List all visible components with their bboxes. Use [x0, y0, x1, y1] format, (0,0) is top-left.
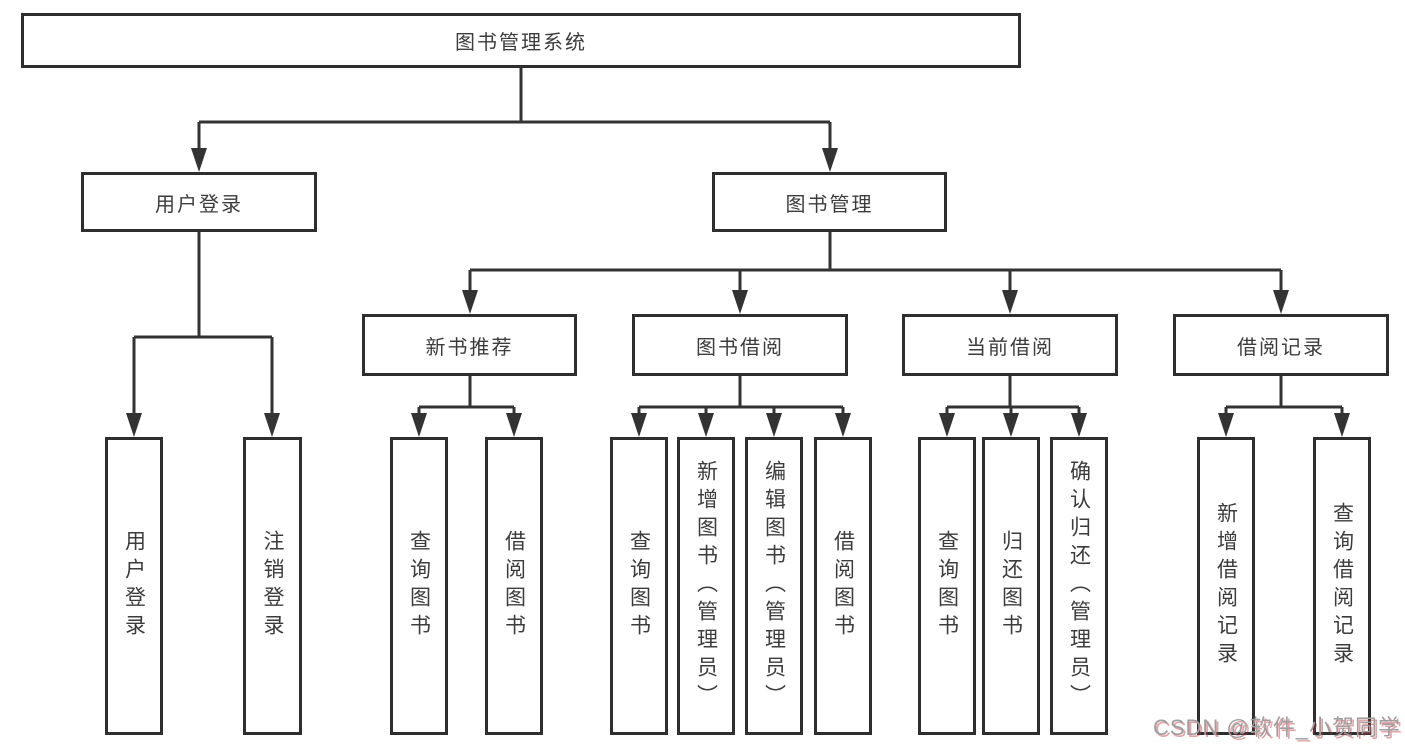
arrowhead: [1334, 413, 1350, 437]
leaf-edit-books-admin: 编辑图书（管理员）: [745, 437, 803, 735]
node-borrowing-records: 借阅记录: [1173, 314, 1389, 376]
connector-newbook-to-leaves: [417, 376, 516, 417]
node-label: 当前借阅: [966, 336, 1054, 359]
leaf-borrow-books: 借阅图书: [814, 437, 872, 735]
arrowhead: [698, 413, 714, 437]
leaf-label: 借阅图书: [502, 530, 526, 642]
leaf-user-login: 用户登录: [105, 437, 163, 735]
node-label: 图书借阅: [696, 336, 784, 359]
arrowhead: [1218, 413, 1234, 437]
leaf-return-books: 归还图书: [982, 437, 1040, 735]
arrowhead: [1273, 290, 1289, 314]
arrowhead: [462, 290, 478, 314]
connector-bookmgmt-to-level3: [468, 232, 1283, 294]
node-library-system: 图书管理系统: [21, 13, 1021, 68]
arrowhead: [631, 413, 647, 437]
leaf-label: 查询借阅记录: [1330, 502, 1354, 670]
node-user-login: 用户登录: [81, 172, 317, 232]
arrowhead: [191, 148, 207, 172]
leaf-label: 新增图书（管理员）: [694, 460, 718, 712]
leaf-label: 查询图书: [935, 530, 959, 642]
arrowhead: [1071, 413, 1087, 437]
leaf-add-books-admin: 新增图书（管理员）: [677, 437, 735, 735]
node-label: 新书推荐: [425, 336, 514, 359]
leaf-label: 查询图书: [627, 530, 651, 642]
leaf-label: 编辑图书（管理员）: [762, 460, 786, 712]
connector-borrowing-to-leaves: [637, 376, 845, 417]
arrowhead: [835, 413, 851, 437]
node-label: 用户登录: [155, 193, 243, 216]
arrowhead: [411, 413, 427, 437]
connector-records-to-leaves: [1224, 376, 1344, 417]
leaf-query-books-current: 查询图书: [918, 437, 976, 735]
arrowhead: [126, 413, 142, 437]
node-label: 借阅记录: [1237, 336, 1325, 359]
leaf-query-books-recommend: 查询图书: [390, 437, 448, 735]
leaf-query-borrow-record: 查询借阅记录: [1313, 437, 1371, 735]
leaf-label: 查询图书: [407, 530, 431, 642]
node-label: 图书管理: [785, 193, 874, 216]
node-book-management: 图书管理: [712, 172, 947, 232]
connector-current-to-leaves: [945, 376, 1081, 417]
node-book-borrowing: 图书借阅: [632, 314, 848, 376]
node-label: 图书管理系统: [455, 32, 587, 54]
csdn-watermark: CSDN @软件_小贺同学: [1152, 715, 1401, 740]
leaf-borrow-books-recommend: 借阅图书: [485, 437, 543, 735]
leaf-label: 新增借阅记录: [1214, 502, 1238, 670]
node-current-borrowing: 当前借阅: [902, 314, 1118, 376]
leaf-label: 确认归还（管理员）: [1067, 460, 1091, 712]
connector-root-to-level2: [197, 68, 832, 152]
leaf-logout: 注销登录: [243, 437, 302, 735]
leaf-label: 注销登录: [261, 530, 284, 642]
leaf-label: 用户登录: [122, 530, 146, 642]
leaf-label: 归还图书: [999, 530, 1023, 642]
leaf-add-borrow-record: 新增借阅记录: [1197, 437, 1255, 735]
arrowhead: [766, 413, 782, 437]
arrowhead: [822, 148, 838, 172]
arrowhead: [1002, 290, 1018, 314]
arrowhead: [506, 413, 522, 437]
leaf-query-books-borrowing: 查询图书: [610, 437, 668, 735]
arrowhead: [264, 413, 280, 437]
arrowhead: [1003, 413, 1019, 437]
leaf-label: 借阅图书: [831, 530, 855, 642]
connector-userlogin-to-leaves: [132, 232, 274, 417]
leaf-confirm-return-admin: 确认归还（管理员）: [1050, 437, 1108, 735]
node-new-book-recommend: 新书推荐: [362, 314, 577, 376]
arrowhead: [732, 290, 748, 314]
arrowhead: [939, 413, 955, 437]
